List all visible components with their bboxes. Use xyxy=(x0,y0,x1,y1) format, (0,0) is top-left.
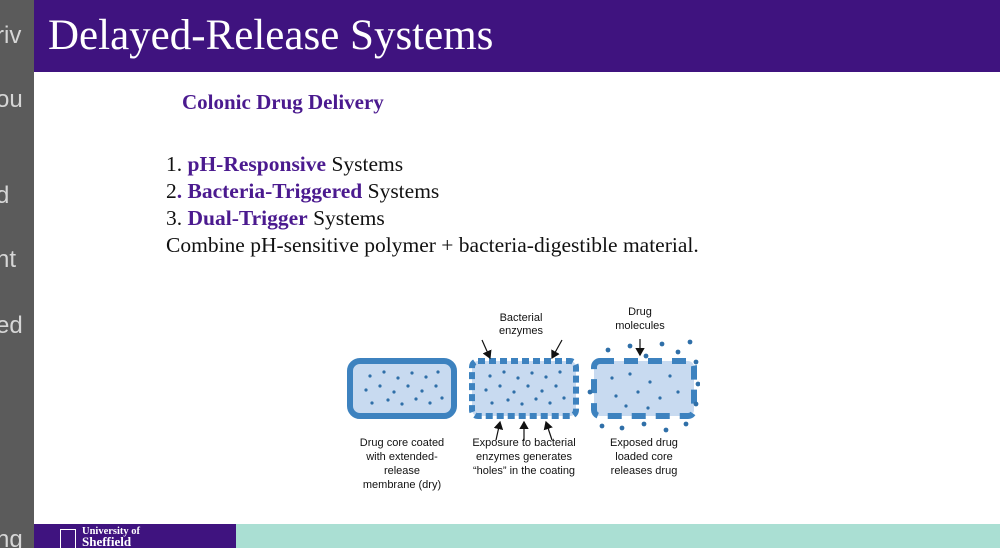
university-logo: University of Sheffield xyxy=(34,524,236,548)
released-drug-molecules xyxy=(587,339,701,433)
strip-text-fragment: riv xyxy=(0,22,22,49)
label-enzymes: enzymes xyxy=(499,325,544,337)
perforated-capsule xyxy=(469,358,579,419)
caption-line: with extended- xyxy=(365,451,438,463)
list-item-suffix: Systems xyxy=(362,179,440,203)
strip-text-fragment: nt xyxy=(0,246,17,273)
logo-line-1: University of xyxy=(82,526,141,537)
strip-text-fragment: ed xyxy=(0,312,23,339)
list-item-highlight: . Bacteria-Triggered xyxy=(176,179,363,203)
caption-line: Exposure to bacterial xyxy=(472,437,575,449)
list-item-suffix: Systems xyxy=(307,206,385,230)
strip-text-fragment: d xyxy=(0,182,10,209)
caption-line: “holes” in the coating xyxy=(473,465,575,477)
list-item-highlight: Dual-Trigger xyxy=(187,206,308,230)
slide-subtitle: Colonic Drug Delivery xyxy=(182,90,384,114)
list-item-number: 3. xyxy=(166,206,188,230)
crest-icon xyxy=(60,529,76,548)
annotation-arrows xyxy=(481,339,645,441)
caption-line: release xyxy=(384,465,420,477)
list-item-number: 2 xyxy=(166,179,177,203)
description-text: Combine pH-sensitive polymer + bacteria-… xyxy=(166,233,699,257)
caption-line: Drug core coated xyxy=(360,437,444,449)
intact-capsule xyxy=(347,358,457,419)
label-molecules: molecules xyxy=(615,320,665,332)
previous-slide-strip: riv ou d nt ed ng xyxy=(0,0,34,548)
caption-line: loaded core xyxy=(615,451,673,463)
caption-line: Exposed drug xyxy=(610,437,678,449)
caption-line: membrane (dry) xyxy=(363,479,441,491)
logo-line-2: Sheffield xyxy=(82,534,132,549)
slide-title-bar: Delayed-Release Systems xyxy=(34,0,1000,72)
label-drug: Drug xyxy=(628,306,652,318)
label-bacterial: Bacterial xyxy=(500,312,543,324)
strip-text-fragment: ng xyxy=(0,526,23,548)
colonic-release-diagram: Bacterial enzymes Drug molecules Drug co… xyxy=(340,300,701,505)
list-item-highlight: pH-Responsive xyxy=(187,152,327,176)
releasing-capsule xyxy=(587,339,701,433)
caption-line: releases drug xyxy=(611,465,678,477)
list-item-suffix: Systems xyxy=(326,152,404,176)
system-list: 1. pH-Responsive Systems 2. Bacteria-Tri… xyxy=(166,151,699,259)
list-item: 2. Bacteria-Triggered Systems xyxy=(166,178,699,205)
list-item: 3. Dual-Trigger Systems xyxy=(166,205,699,232)
logo-text: University of Sheffield xyxy=(82,526,141,549)
list-item: 1. pH-Responsive Systems xyxy=(166,151,699,178)
strip-text-fragment: ou xyxy=(0,86,23,113)
slide-title: Delayed-Release Systems xyxy=(48,12,494,59)
list-item-number: 1. xyxy=(166,152,188,176)
caption-line: enzymes generates xyxy=(476,451,572,463)
